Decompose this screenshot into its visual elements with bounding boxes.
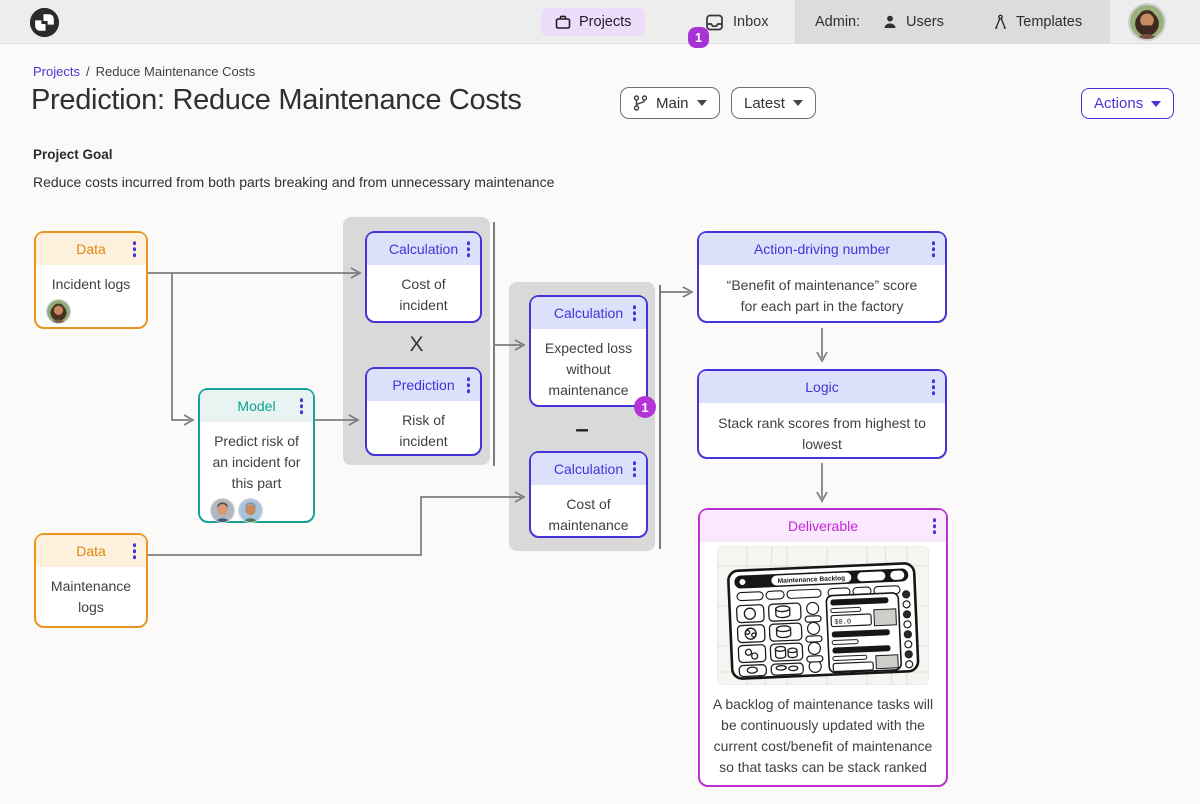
inbox-badge: 1	[688, 27, 709, 48]
top-nav: Projects Inbox Admin: Users Templates	[0, 0, 1200, 44]
version-selector-label: Latest	[744, 94, 785, 112]
admin-label: Admin:	[815, 14, 861, 30]
breadcrumb-current: Reduce Maintenance Costs	[95, 64, 256, 79]
assignee-avatar	[210, 498, 235, 523]
card-type-label: Calculation	[553, 461, 624, 477]
kebab-menu-icon[interactable]	[298, 396, 306, 416]
kebab-menu-icon[interactable]	[465, 239, 473, 259]
card-header: Calculation	[531, 297, 646, 329]
card-header: Data	[36, 233, 146, 265]
card-body-text: Predict risk of an incident for this par…	[212, 433, 301, 491]
card-cost-of-incident[interactable]: Calculation Cost of incident	[365, 231, 482, 323]
briefcase-icon	[555, 15, 571, 29]
card-body-text: A backlog of maintenance tasks will be c…	[712, 696, 934, 775]
sketch-title: Maintenance Backlog	[778, 575, 846, 585]
nav-users[interactable]: Users	[882, 0, 944, 44]
nav-projects-button[interactable]: Projects	[541, 8, 646, 36]
card-maintenance-logs[interactable]: Data Maintenance logs	[34, 533, 148, 628]
card-header: Prediction	[367, 369, 480, 401]
card-body-text: “Benefit of maintenance” score for each …	[726, 277, 918, 314]
card-body-text: Stack rank scores from highest to lowest	[718, 415, 926, 452]
card-model[interactable]: Model Predict risk of an incident for th…	[198, 388, 315, 523]
card-type-label: Prediction	[392, 377, 455, 393]
kebab-menu-icon[interactable]	[631, 303, 639, 323]
user-icon	[884, 15, 896, 28]
card-type-label: Data	[76, 241, 106, 257]
version-selector[interactable]: Latest	[731, 87, 816, 119]
page-title: Prediction: Reduce Maintenance Costs	[31, 84, 522, 116]
notification-badge: 1	[634, 396, 656, 418]
avatar-photo	[1130, 5, 1164, 39]
actions-button-label: Actions	[1094, 95, 1144, 112]
git-branch-icon	[633, 95, 648, 111]
card-type-label: Calculation	[388, 241, 459, 257]
kebab-menu-icon[interactable]	[131, 541, 139, 561]
card-type-label: Deliverable	[787, 518, 859, 534]
card-body-text: Risk of incident	[399, 412, 448, 449]
card-deliverable[interactable]: Deliverable Maintenance Backlog	[698, 508, 948, 787]
card-body-text: Incident logs	[51, 276, 131, 292]
card-type-label: Model	[237, 398, 276, 414]
kebab-menu-icon[interactable]	[465, 375, 473, 395]
kebab-menu-icon[interactable]	[631, 459, 639, 479]
card-body-text: Expected loss without maintenance	[544, 340, 633, 398]
nav-projects-label: Projects	[579, 14, 632, 30]
inbox-icon	[706, 14, 723, 30]
project-goal-text: Reduce costs incurred from both parts br…	[33, 174, 555, 190]
card-header: Data	[36, 535, 146, 567]
card-header: Logic	[699, 371, 945, 403]
kebab-menu-icon[interactable]	[131, 239, 139, 259]
card-cost-of-maintenance[interactable]: Calculation Cost of maintenance	[529, 451, 648, 538]
actions-button[interactable]: Actions	[1081, 88, 1175, 119]
branch-selector-label: Main	[656, 94, 689, 112]
card-expected-loss[interactable]: Calculation Expected loss without mainte…	[529, 295, 648, 407]
kebab-menu-icon[interactable]	[930, 239, 938, 259]
logo-icon	[30, 8, 59, 37]
branch-selector[interactable]: Main	[620, 87, 720, 119]
chevron-down-icon	[696, 100, 707, 106]
card-incident-logs[interactable]: Data Incident logs	[34, 231, 148, 329]
card-type-label: Data	[76, 543, 106, 559]
breadcrumb-separator: /	[85, 64, 90, 79]
nav-templates-label: Templates	[1016, 14, 1083, 30]
multiply-operator: X	[409, 333, 424, 356]
assignee-avatar	[238, 498, 263, 523]
card-action-driving-number[interactable]: Action-driving number “Benefit of mainte…	[697, 231, 947, 323]
card-header: Calculation	[367, 233, 480, 265]
nav-templates[interactable]: Templates	[993, 0, 1082, 44]
nav-users-label: Users	[906, 14, 944, 30]
admin-section: Admin: Users Templates	[795, 0, 1110, 44]
card-risk-of-incident[interactable]: Prediction Risk of incident	[365, 367, 482, 456]
chevron-down-icon	[1151, 100, 1162, 107]
card-header: Calculation	[531, 453, 646, 485]
card-type-label: Logic	[805, 379, 839, 395]
svg-text:$0.0: $0.0	[834, 618, 851, 627]
kebab-menu-icon[interactable]	[930, 377, 938, 397]
deliverable-sketch-image: Maintenance Backlog	[717, 546, 929, 685]
user-avatar[interactable]	[1128, 3, 1166, 41]
assignee-avatar	[46, 299, 71, 324]
card-body-text: Maintenance logs	[50, 578, 132, 615]
card-header: Model	[200, 390, 313, 422]
app-logo[interactable]	[30, 8, 59, 37]
project-goal-label: Project Goal	[33, 147, 113, 162]
minus-operator: –	[575, 416, 589, 443]
card-body-text: Cost of maintenance	[548, 496, 629, 533]
card-body-text: Cost of incident	[399, 276, 448, 313]
breadcrumb-projects-link[interactable]: Projects	[33, 64, 80, 79]
nav-inbox-label: Inbox	[733, 14, 769, 30]
card-header: Deliverable	[700, 510, 946, 542]
nav-inbox-button[interactable]: Inbox	[705, 0, 768, 44]
compass-icon	[995, 14, 1006, 29]
card-logic[interactable]: Logic Stack rank scores from highest to …	[697, 369, 947, 459]
card-type-label: Action-driving number	[753, 241, 891, 257]
chevron-down-icon	[792, 100, 803, 106]
breadcrumb: Projects / Reduce Maintenance Costs	[33, 64, 255, 79]
kebab-menu-icon[interactable]	[931, 516, 939, 536]
card-type-label: Calculation	[553, 305, 624, 321]
card-header: Action-driving number	[699, 233, 945, 265]
